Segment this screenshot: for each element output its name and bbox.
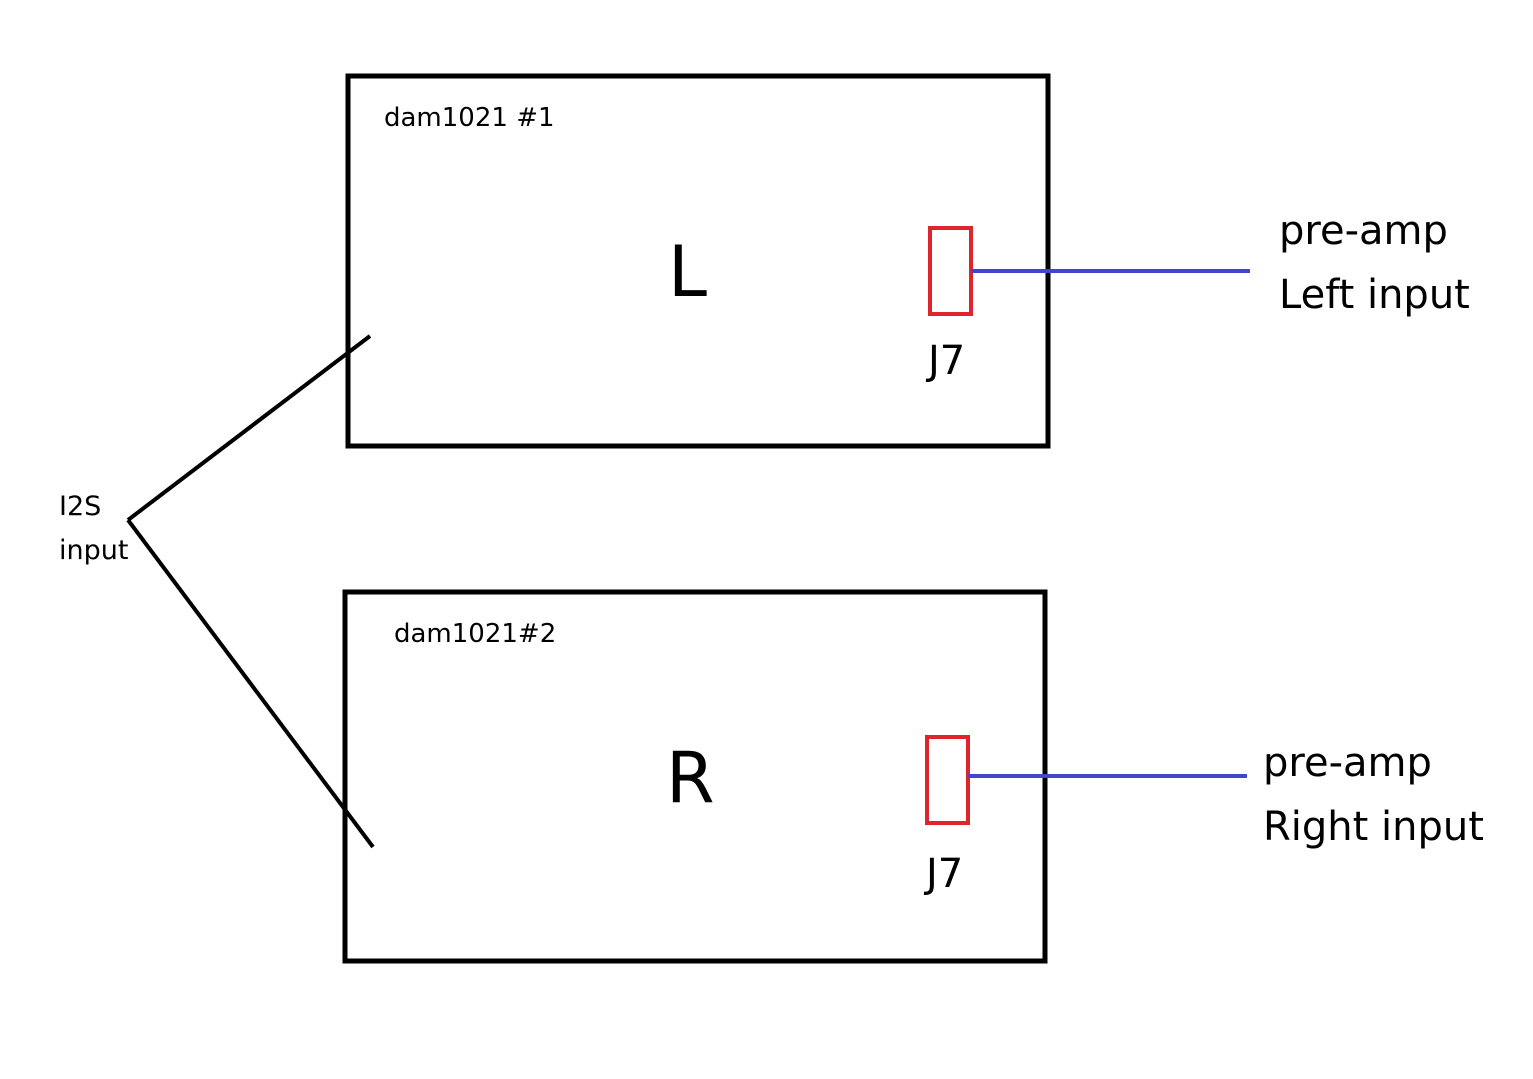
board-2: dam1021#2 R J7 (342, 589, 1048, 964)
board-1-outline (345, 73, 1051, 449)
board-1-title: dam1021 #1 (384, 103, 555, 133)
board-2-j7-connector (925, 735, 970, 825)
board-1: dam1021 #1 L J7 (345, 73, 1051, 449)
i2s-input-label-line2: input (59, 535, 128, 566)
board-2-channel-letter: R (666, 737, 715, 819)
i2s-wire-to-board-1 (126, 334, 372, 522)
left-output-label-line2: Left input (1279, 272, 1470, 318)
board-1-j7-connector (928, 226, 973, 316)
board-1-channel-letter: L (668, 231, 707, 313)
right-output-label-line1: pre-amp (1263, 740, 1432, 786)
left-output-label-line1: pre-amp (1279, 208, 1448, 254)
right-output-label-line2: Right input (1263, 804, 1484, 850)
i2s-wire-to-board-2 (126, 518, 375, 849)
board-1-connector-label: J7 (925, 338, 965, 384)
i2s-input-label-line1: I2S (59, 491, 101, 522)
board-2-connector-label: J7 (923, 851, 963, 897)
board-2-title: dam1021#2 (394, 619, 556, 649)
